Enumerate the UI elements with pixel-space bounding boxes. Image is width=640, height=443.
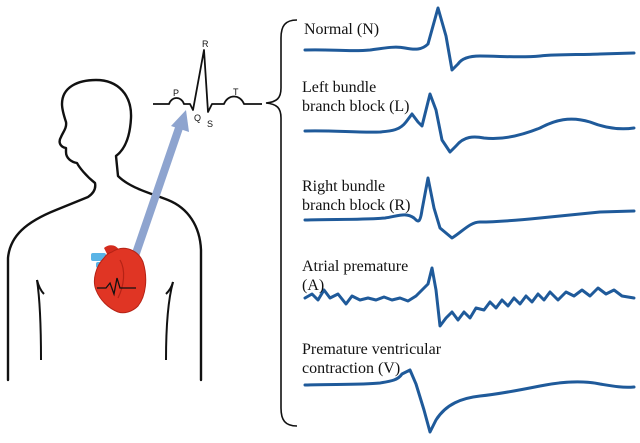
right-armpit-curve — [165, 281, 174, 295]
wave-label-q: Q — [194, 113, 201, 123]
ecg-complex: P Q R S T — [153, 39, 262, 129]
class-label-pvc: Premature ventricular contraction (V) — [302, 341, 442, 377]
human-torso-outline-icon — [6, 78, 203, 382]
class-label-rbbb: Right bundle branch block (R) — [302, 178, 411, 214]
class-label-apc: Atrial premature (A) — [302, 258, 409, 294]
heart-icon — [91, 245, 147, 314]
wave-label-t: T — [233, 87, 239, 97]
waveform-traces — [303, 6, 636, 434]
pointer-arrow-icon — [129, 110, 189, 264]
class-label-lbbb: Left bundle branch block (L) — [302, 79, 410, 115]
left-arm-line — [36, 279, 42, 361]
curly-brace-icon — [265, 19, 298, 427]
waveform-trace-rbbb — [303, 176, 636, 240]
waveform-trace-lbbb — [303, 92, 636, 154]
waveform-trace-normal — [303, 6, 636, 72]
waveform-trace-pvc — [303, 368, 636, 434]
wave-label-s: S — [207, 119, 213, 129]
left-armpit-curve — [36, 279, 45, 295]
class-label-normal: Normal (N) — [304, 21, 380, 38]
wave-label-r: R — [202, 39, 209, 49]
waveform-trace-apc — [303, 266, 636, 328]
wave-label-p: P — [173, 88, 179, 98]
